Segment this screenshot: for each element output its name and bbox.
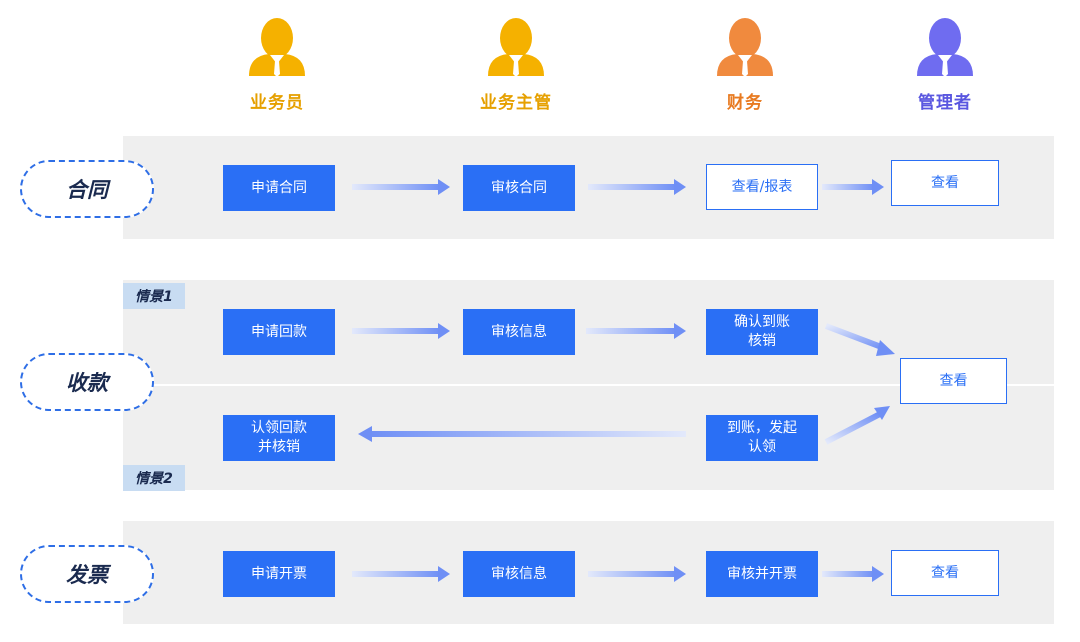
step-claim-writeoff: 认领回款 并核销 <box>223 415 335 461</box>
role-finance: 财务 <box>685 16 805 113</box>
step-apply-invoice: 申请开票 <box>223 551 335 597</box>
arrow-right <box>588 566 686 582</box>
arrow-right <box>588 179 686 195</box>
role-manager: 管理者 <box>885 16 1005 113</box>
step-review-contract: 审核合同 <box>463 165 575 211</box>
scenario-2-tag: 情景2 <box>123 465 185 491</box>
step-view-report: 查看/报表 <box>706 164 818 210</box>
arrow-down-right <box>824 323 895 356</box>
step-view: 查看 <box>891 160 999 206</box>
step-view: 查看 <box>891 550 999 596</box>
role-label: 财务 <box>727 93 763 113</box>
role-label: 业务员 <box>250 93 304 113</box>
step-arrive-initiate-claim: 到账，发起 认领 <box>706 415 818 461</box>
step-review-info: 审核信息 <box>463 309 575 355</box>
step-review-issue-invoice: 审核并开票 <box>706 551 818 597</box>
step-apply-contract: 申请合同 <box>223 165 335 211</box>
section-tag-payment: 收款 <box>20 353 154 411</box>
person-icon <box>717 18 773 77</box>
arrow-up-right <box>824 406 890 445</box>
section-tag-contract: 合同 <box>20 160 154 218</box>
step-confirm-writeoff: 确认到账 核销 <box>706 309 818 355</box>
role-label: 业务主管 <box>480 93 552 113</box>
arrow-right <box>822 179 884 195</box>
arrow-left <box>358 426 686 442</box>
scenario-1-tag: 情景1 <box>123 283 185 309</box>
role-label: 管理者 <box>918 93 972 113</box>
step-view: 查看 <box>900 358 1007 404</box>
arrow-right <box>822 566 884 582</box>
person-icon <box>917 18 973 77</box>
arrow-right <box>352 179 450 195</box>
payment-divider <box>123 384 1054 386</box>
step-review-info: 审核信息 <box>463 551 575 597</box>
role-salesperson: 业务员 <box>217 16 337 113</box>
section-tag-invoice: 发票 <box>20 545 154 603</box>
person-icon <box>488 18 544 77</box>
step-apply-payment: 申请回款 <box>223 309 335 355</box>
person-icon <box>249 18 305 77</box>
role-supervisor: 业务主管 <box>456 16 576 113</box>
arrow-right <box>352 323 450 339</box>
arrow-right <box>586 323 686 339</box>
arrow-right <box>352 566 450 582</box>
